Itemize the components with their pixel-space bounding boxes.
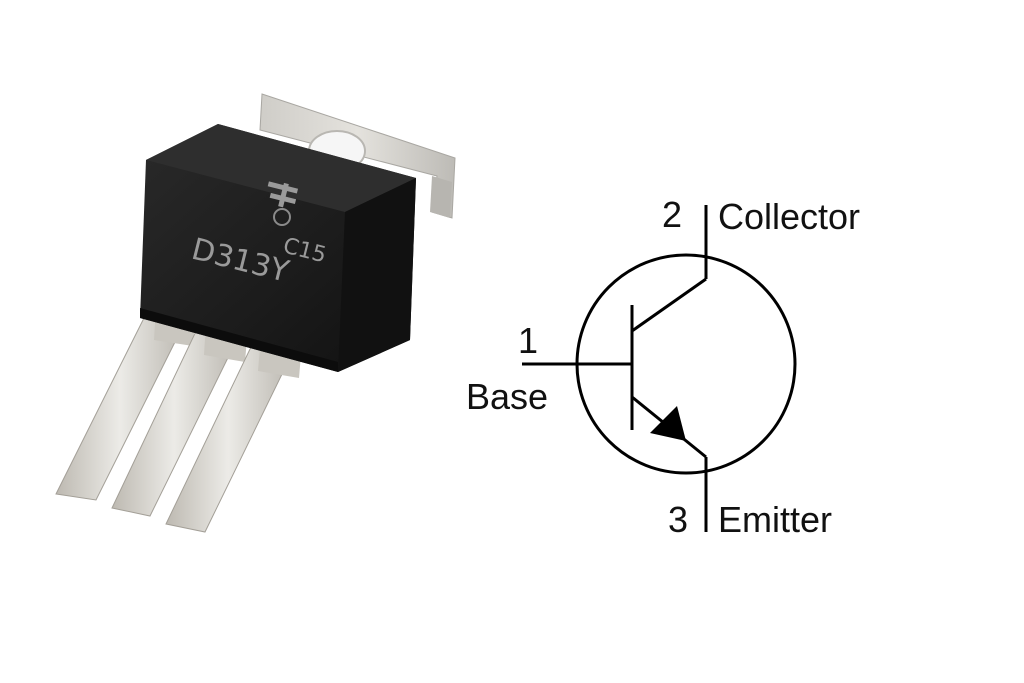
- manufacturer-logo-icon: [267, 181, 299, 208]
- collector-line: [631, 277, 707, 333]
- emitter-arrow-icon: [650, 406, 686, 441]
- pin1-name: Base: [466, 376, 549, 417]
- pin1-dimple-icon: [273, 208, 291, 226]
- pin2-number: 2: [662, 194, 683, 235]
- pin3-number: 3: [668, 499, 689, 540]
- transistor-body: [140, 124, 416, 372]
- pin1-number: 1: [518, 320, 539, 361]
- pin2-name: Collector: [718, 196, 861, 237]
- pin3-name: Emitter: [718, 499, 833, 540]
